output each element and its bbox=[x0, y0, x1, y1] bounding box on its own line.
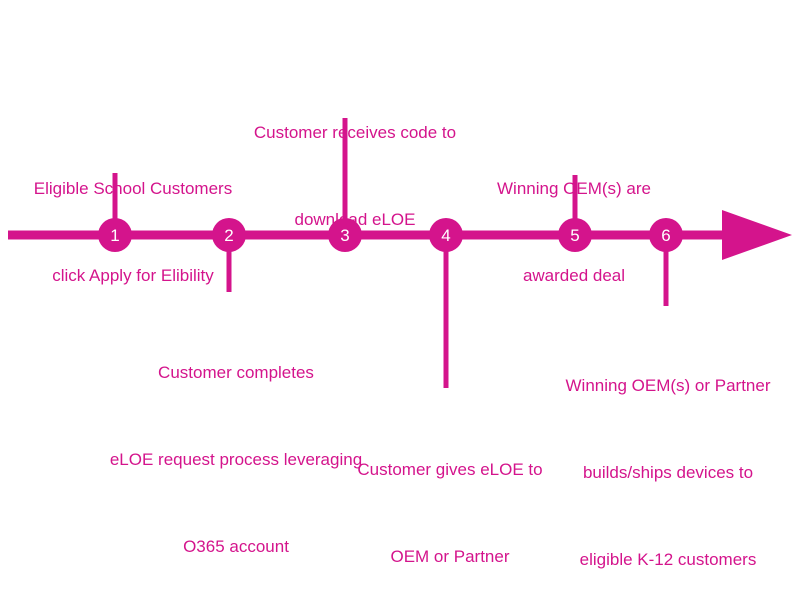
step-1-label: Eligible School Customers click Apply fo… bbox=[8, 116, 258, 319]
step-2-marker: 2 bbox=[212, 218, 246, 252]
step-6-number: 6 bbox=[661, 226, 670, 245]
step-4-marker: 4 bbox=[429, 218, 463, 252]
step-4-label: Customer gives eLOE to OEM or Partner bbox=[325, 397, 575, 600]
step-3-label: Customer receives code to download eLOE bbox=[225, 60, 485, 263]
step-2-number: 2 bbox=[224, 226, 233, 245]
step-1-number: 1 bbox=[110, 226, 119, 245]
step-5-number: 5 bbox=[570, 226, 579, 245]
step-3-line-2: download eLOE bbox=[294, 210, 416, 229]
step-4-line-2: OEM or Partner bbox=[390, 547, 510, 566]
step-5-line-2: awarded deal bbox=[522, 266, 626, 285]
step-2-line-2: eLOE request process leveraging bbox=[109, 450, 363, 469]
step-3-marker-circle bbox=[328, 218, 362, 252]
step-6-line-1: Winning OEM(s) or Partner bbox=[565, 376, 771, 395]
step-1-line-2: click Apply for Elibility bbox=[52, 266, 214, 285]
step-2-marker-circle bbox=[212, 218, 246, 252]
step-2-line-1: Customer completes bbox=[158, 363, 314, 382]
step-6-label: Winning OEM(s) or Partner builds/ships d… bbox=[544, 313, 792, 603]
step-1-line-1: Eligible School Customers bbox=[33, 179, 233, 198]
step-5-label: Winning OEM(s) are awarded deal bbox=[474, 116, 674, 319]
step-6-marker: 6 bbox=[649, 218, 683, 252]
timeline-arrowhead bbox=[722, 210, 792, 260]
step-6-line-2: builds/ships devices to bbox=[582, 463, 754, 482]
step-5-line-1: Winning OEM(s) are bbox=[497, 179, 651, 198]
timeline-diagram: 1 2 3 4 5 6 bbox=[8, 118, 792, 388]
step-6-marker-circle bbox=[649, 218, 683, 252]
step-1-marker-circle bbox=[98, 218, 132, 252]
step-6-line-3: eligible K-12 customers bbox=[579, 550, 757, 569]
step-4-line-1: Customer gives eLOE to bbox=[357, 460, 543, 479]
step-1-marker: 1 bbox=[98, 218, 132, 252]
step-3-number: 3 bbox=[340, 226, 349, 245]
step-3-marker: 3 bbox=[328, 218, 362, 252]
step-5-marker-circle bbox=[558, 218, 592, 252]
step-4-marker-circle bbox=[429, 218, 463, 252]
step-4-number: 4 bbox=[441, 226, 450, 245]
step-3-line-1: Customer receives code to bbox=[253, 123, 457, 142]
step-5-marker: 5 bbox=[558, 218, 592, 252]
